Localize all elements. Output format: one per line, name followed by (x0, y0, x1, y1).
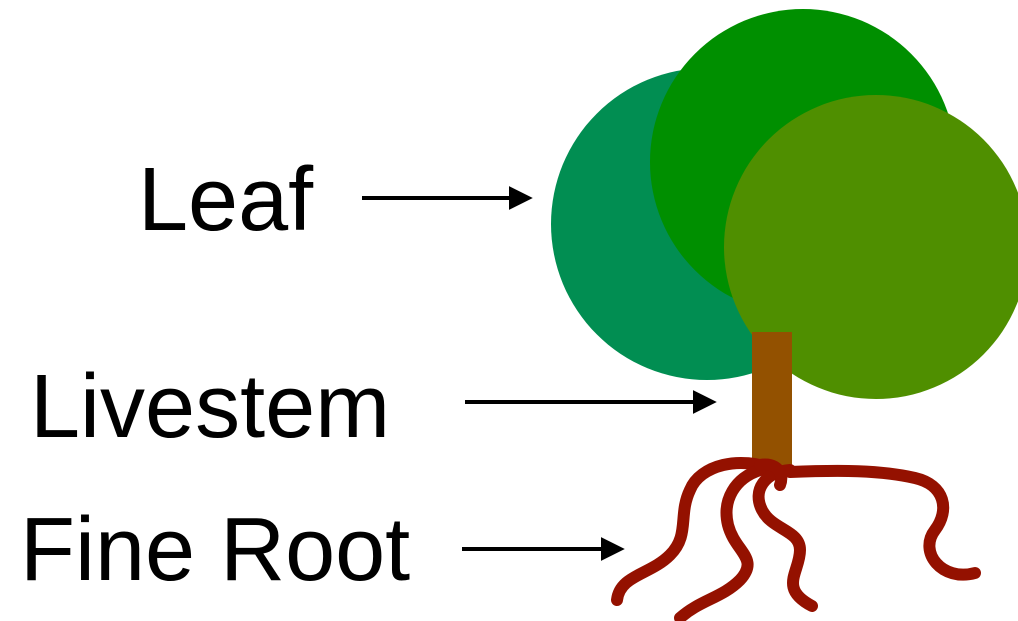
root-1 (617, 463, 775, 600)
root-3 (759, 470, 812, 606)
fine-roots (617, 463, 975, 618)
livestem-trunk (752, 332, 792, 472)
root-4 (790, 471, 975, 575)
